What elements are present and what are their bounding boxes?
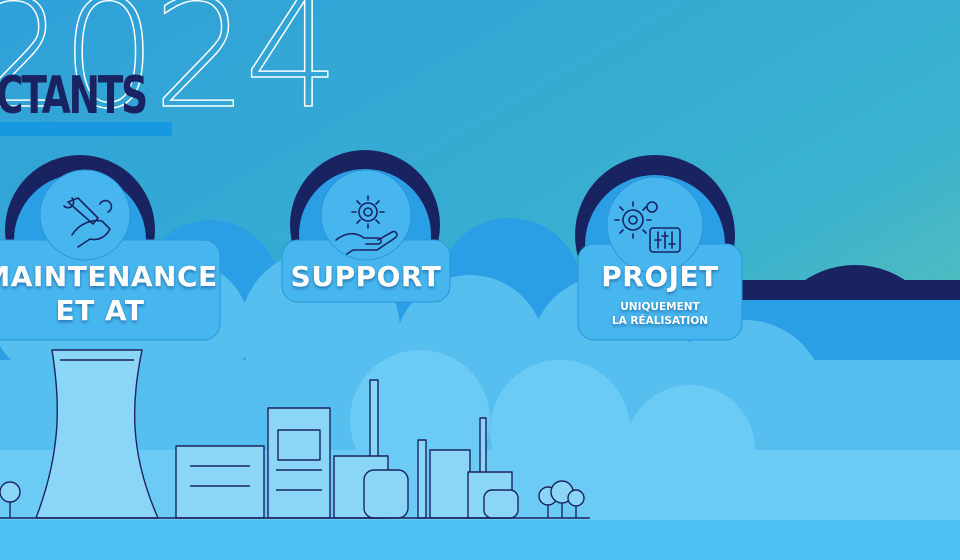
building-3 (277, 429, 321, 461)
label-projet-subtitle-1: UNIQUEMENT (620, 301, 700, 313)
header-banner: CTANTS (0, 66, 175, 138)
ground-strip (0, 520, 960, 560)
label-maintenance-line2: ET AT (55, 294, 145, 327)
label-maintenance: MAINTENANCE ET AT (0, 260, 220, 328)
gear-hand-icon (335, 195, 398, 255)
label-projet-line1: PROJET (601, 260, 719, 293)
banner-underline (0, 122, 172, 136)
label-support: SUPPORT (282, 260, 450, 294)
power-plant-illustration (0, 349, 590, 519)
wrench-hand-icon (63, 197, 113, 248)
label-support-line1: SUPPORT (290, 260, 442, 293)
badge-maintenance (0, 169, 221, 341)
year-outline-text: 2024 (0, 0, 340, 142)
chimney-2 (417, 439, 427, 519)
label-maintenance-line1: MAINTENANCE (0, 260, 218, 293)
building-1 (175, 445, 265, 519)
building-2 (267, 407, 331, 519)
dome (483, 489, 519, 519)
banner-title: CTANTS (0, 66, 148, 126)
gears-sliders-icon (614, 201, 681, 253)
badge-projet (577, 176, 743, 341)
label-projet: PROJET UNIQUEMENT LA RÉALISATION (578, 260, 742, 328)
building-5 (429, 449, 471, 519)
label-projet-subtitle-2: LA RÉALISATION (611, 315, 709, 327)
tank (363, 469, 409, 519)
